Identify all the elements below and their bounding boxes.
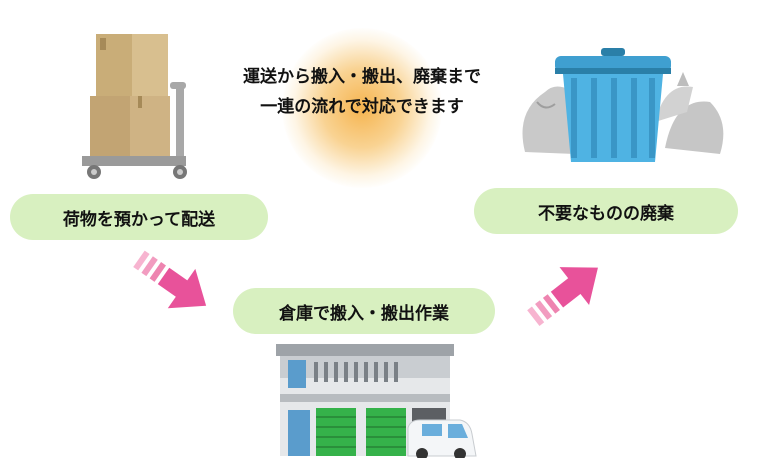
warehouse-icon [276,344,477,458]
hand-truck-boxes-icon [82,34,187,179]
summary-line-2: 一連の流れで対応できます [260,97,464,117]
step-disposal: 不要なものの廃棄 [474,188,738,234]
summary-line-1: 運送から搬入・搬出、廃棄まで [243,67,481,87]
sun-glow [282,28,442,188]
arrow-up-right-icon [527,267,598,326]
arrow-down-right-icon [133,250,207,309]
trash-can-icon [522,48,724,162]
step-warehouse-work: 倉庫で搬入・搬出作業 [233,288,495,334]
summary-text: 運送から搬入・搬出、廃棄まで 一連の流れで対応できます [212,62,512,122]
step-storage-delivery: 荷物を預かって配送 [10,194,268,240]
